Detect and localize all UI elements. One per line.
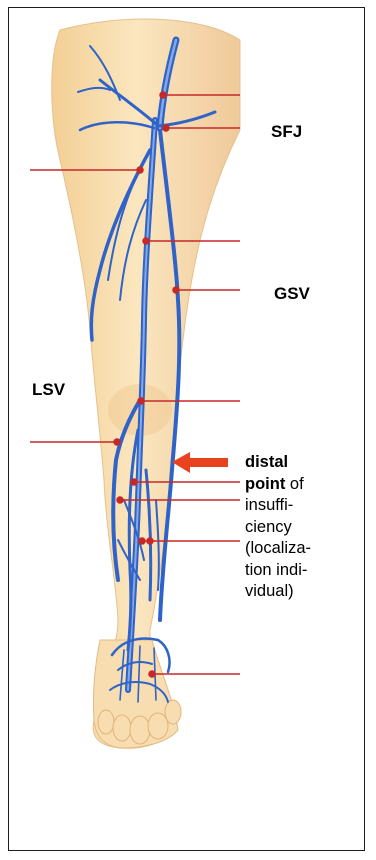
arrow-icon [172, 452, 228, 473]
label-lsv: LSV [32, 380, 65, 400]
annotation-line-3: ciency [245, 518, 292, 536]
annotation-line-5: tion indi- [245, 561, 307, 579]
annotation-bold-2: point [245, 475, 285, 493]
annotation-line-4: (localiza- [245, 539, 311, 557]
annotation-bold-1: distal [245, 453, 288, 471]
annotation-line-1: of [285, 475, 303, 493]
label-gsv: GSV [274, 284, 310, 304]
annotation-line-6: vidual) [245, 582, 294, 600]
label-sfj: SFJ [271, 122, 302, 142]
distal-point-annotation: distal point of insuffi- ciency (localiz… [245, 452, 355, 603]
annotation-line-2: insuffi- [245, 496, 293, 514]
